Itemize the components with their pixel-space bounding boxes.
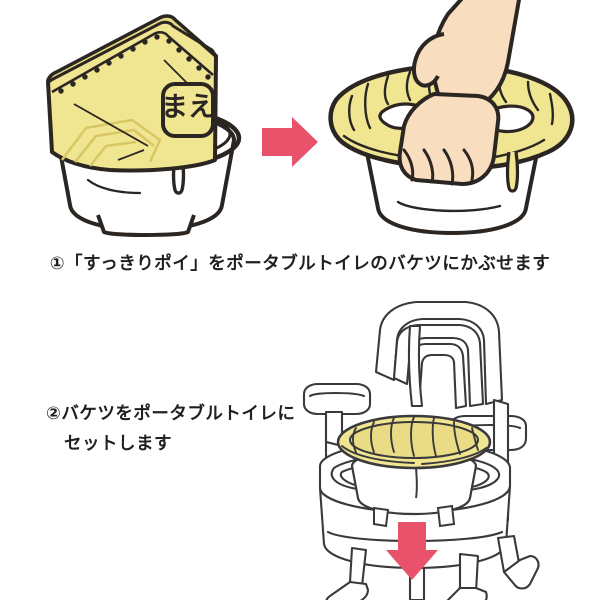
step-1-illustrations-svg: まえ <box>46 0 575 237</box>
suckiri-poi-bag: まえ <box>46 14 218 173</box>
step-1-caption: ①「すっきりポイ」をポータブルトイレのバケツにかぶせます <box>49 253 551 273</box>
illustration-bag-on-bucket: まえ <box>46 14 242 237</box>
step-2-caption-line-2: セットします <box>64 433 172 454</box>
bag-front-label-text: まえ <box>161 92 215 123</box>
step-2-caption: ②バケツをポータブルトイレに セットします <box>46 398 336 458</box>
portable-toilet-chair-svg <box>302 300 540 600</box>
bag-front-label: まえ <box>161 82 215 138</box>
step-1-illustration-row: まえ <box>0 0 600 245</box>
illustration-hand-fitting-bag <box>328 0 575 235</box>
down-arrow-icon <box>386 522 438 580</box>
hand-and-forearm <box>397 0 521 186</box>
right-arrow-icon <box>262 117 318 167</box>
bag-stitch-dots <box>58 34 211 94</box>
step-2-caption-line-1: ②バケツをポータブルトイレに <box>46 403 296 423</box>
step-2-illustration <box>290 300 600 600</box>
bucket-with-bag <box>336 414 492 528</box>
